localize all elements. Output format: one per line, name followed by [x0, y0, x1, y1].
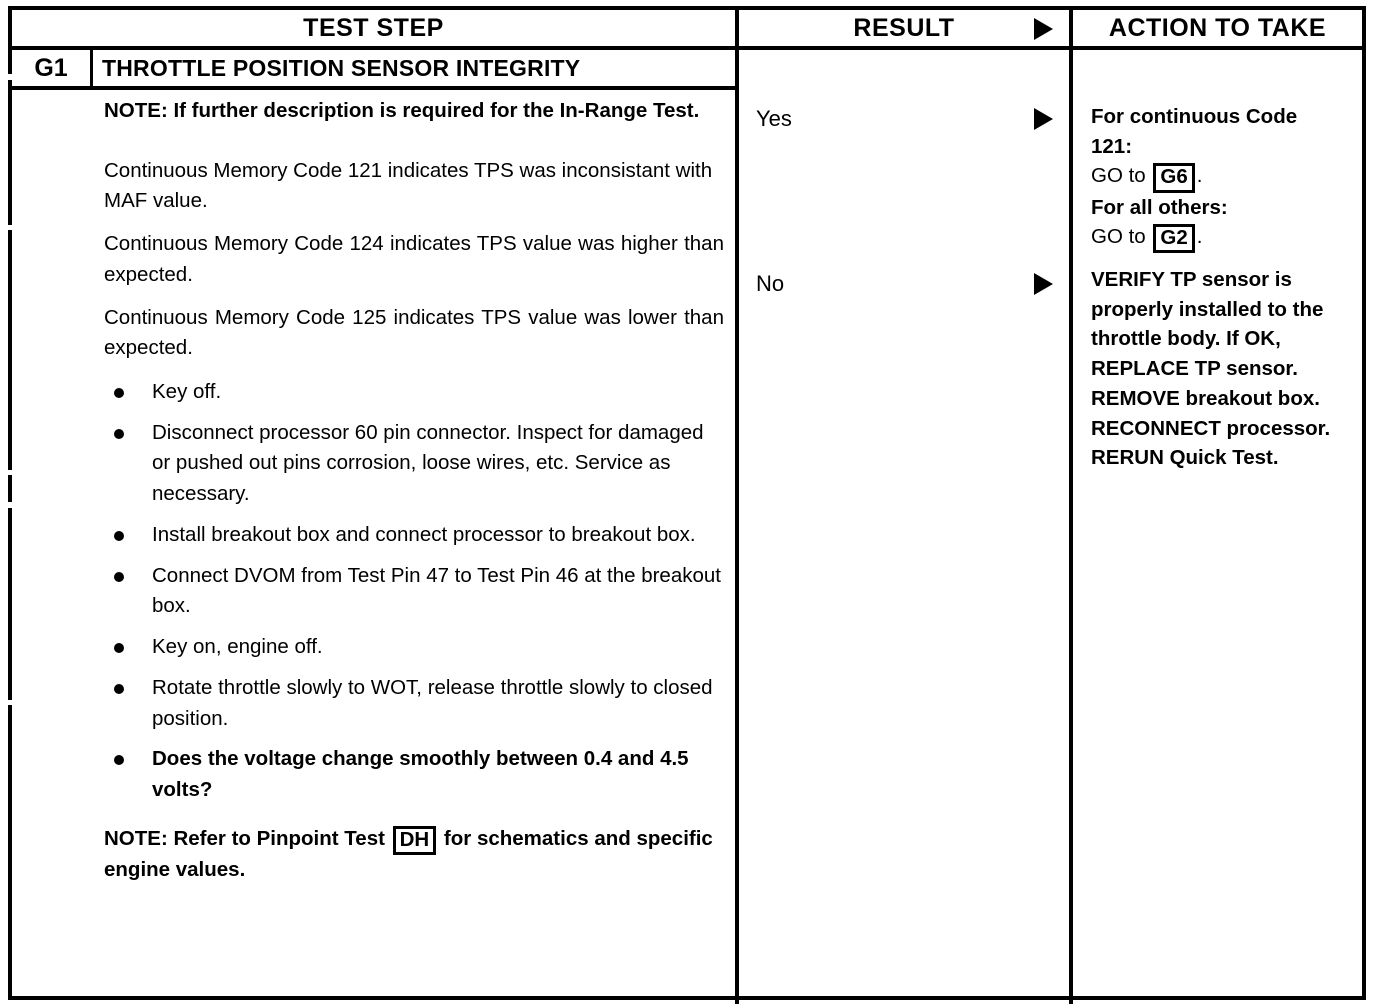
header-test-step: TEST STEP [303, 14, 444, 42]
procedure-list: Key off. Disconnect processor 60 pin con… [104, 377, 724, 806]
action-yes-goto-1: GO to G6. [1091, 161, 1349, 193]
right-triangle-icon [1034, 108, 1053, 130]
result-no: No [756, 271, 785, 296]
goto-period: . [1196, 225, 1203, 249]
action-for-no: VERIFY TP sensor is properly installed t… [1091, 265, 1349, 473]
right-triangle-icon [1034, 273, 1053, 295]
code-125-paragraph: Continuous Memory Code 125 indicates TPS… [104, 305, 724, 359]
note-bottom-text-1: NOTE: Refer to Pinpoint Test [104, 826, 391, 850]
step-id-divider [90, 50, 93, 86]
right-triangle-icon [1034, 18, 1053, 40]
table-header-row: TEST STEP RESULT ACTION TO TAKE [12, 10, 1362, 50]
column-divider-result-action [1069, 50, 1073, 1004]
action-yes-line-2: 121: [1091, 134, 1133, 158]
list-item: Disconnect processor 60 pin connector. I… [104, 418, 724, 510]
action-yes-line-4: For all others: [1091, 195, 1228, 219]
note-bottom: NOTE: Refer to Pinpoint Test DH for sche… [104, 824, 724, 885]
note-top: NOTE: If further description is required… [104, 99, 700, 122]
step-ref-g2[interactable]: G2 [1153, 224, 1195, 254]
scan-artifact [8, 700, 14, 705]
diagnostic-table: TEST STEP RESULT ACTION TO TAKE G1 THROT… [8, 6, 1366, 1004]
goto-label: GO to [1091, 164, 1152, 188]
goto-label: GO to [1091, 225, 1152, 249]
step-id-badge: G1 [34, 54, 68, 82]
result-yes: Yes [756, 106, 792, 131]
pinpoint-test-ref-dh[interactable]: DH [392, 825, 437, 855]
action-yes-goto-2: GO to G2. [1091, 222, 1349, 254]
result-column: Yes No [739, 50, 1069, 1004]
step-header-row: G1 THROTTLE POSITION SENSOR INTEGRITY [12, 50, 735, 90]
list-item-question: Does the voltage change smoothly between… [104, 744, 724, 806]
code-121-paragraph: Continuous Memory Code 121 indicates TPS… [104, 159, 713, 213]
goto-period: . [1196, 164, 1203, 188]
scan-artifact [8, 225, 14, 230]
action-no-text: VERIFY TP sensor is properly installed t… [1091, 268, 1331, 470]
list-item: Connect DVOM from Test Pin 47 to Test Pi… [104, 561, 724, 623]
header-result: RESULT [853, 14, 955, 42]
list-item: Rotate throttle slowly to WOT, release t… [104, 673, 724, 735]
list-item: Key off. [104, 377, 724, 408]
list-item: Key on, engine off. [104, 632, 724, 663]
header-action-to-take: ACTION TO TAKE [1108, 14, 1327, 42]
header-divider-1 [735, 10, 739, 46]
header-divider-2 [1069, 10, 1073, 46]
test-step-content: NOTE: If further description is required… [104, 96, 724, 885]
list-item: Install breakout box and connect process… [104, 520, 724, 551]
scan-artifact [8, 502, 14, 508]
note-bottom-text-2: for schematics and specific engine value… [104, 826, 713, 881]
scan-artifact [8, 470, 14, 475]
code-124-paragraph: Continuous Memory Code 124 indicates TPS… [104, 232, 724, 286]
step-ref-g6[interactable]: G6 [1153, 163, 1195, 193]
step-title: THROTTLE POSITION SENSOR INTEGRITY [102, 55, 581, 81]
action-column: For continuous Code 121: GO to G6. For a… [1073, 50, 1362, 1004]
column-divider-test-result [735, 50, 739, 1004]
action-yes-line-1: For continuous Code [1091, 105, 1298, 128]
scan-artifact [8, 74, 14, 80]
action-for-yes: For continuous Code 121: GO to G6. For a… [1091, 102, 1349, 254]
